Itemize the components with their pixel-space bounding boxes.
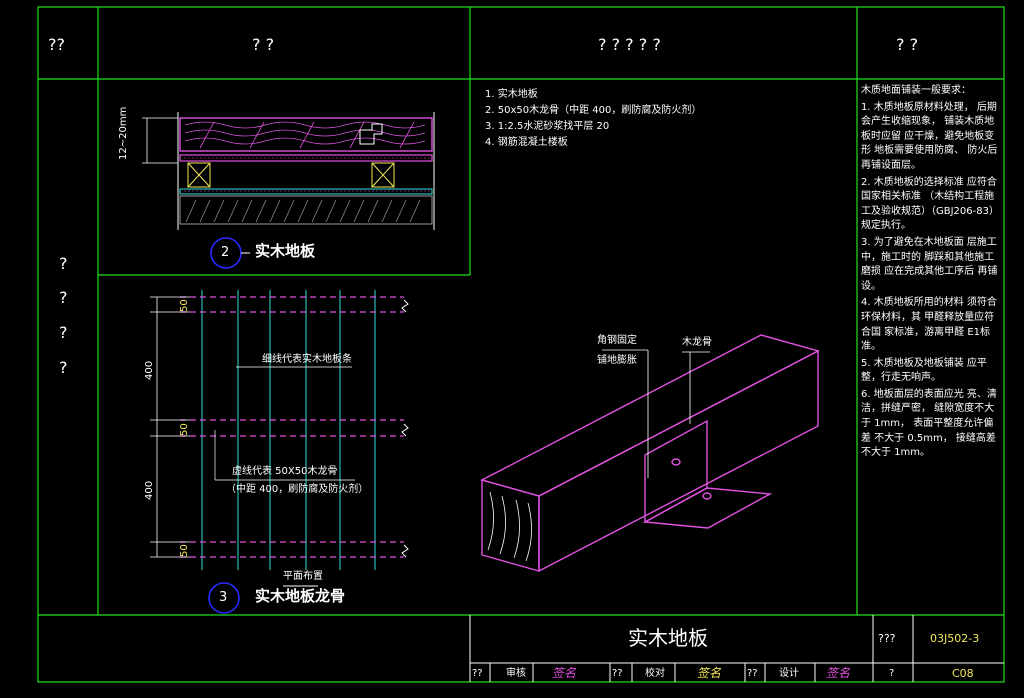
callout-dashed-line-2: （中距 400，刷防腐及防火剂） <box>226 484 369 495</box>
tb-cell-8: 设计 <box>779 668 799 679</box>
slab-hatch <box>185 199 421 223</box>
wood-grain <box>184 121 426 149</box>
left-mark-3: ? <box>59 323 68 342</box>
requirement-6: 6. 地板面层的表面应光 亮、清洁，拼缝严密， 缝隙宽度不大于 1mm， 表面平… <box>861 388 997 459</box>
dim-50-c: 50 <box>179 544 190 557</box>
dim-chain <box>150 296 190 558</box>
dim-50-a: 50 <box>179 299 190 312</box>
tb-cell-10: ? <box>889 668 895 679</box>
dim-line-12-20 <box>142 117 178 164</box>
header-col-3: ? ? ? ? ? <box>598 35 661 54</box>
floor-board <box>179 117 433 152</box>
callout-thin-line: 细线代表实木地板条 <box>262 354 352 365</box>
iso-label-angle: 角钢固定 <box>597 335 637 346</box>
plan-detail-3 <box>150 290 409 614</box>
tb-cell-2: 审核 <box>506 668 526 679</box>
requirement-4: 4. 木质地板所用的材料 须符合环保材料，其 甲醛释放量应符合国 家标准，游离甲… <box>861 297 997 353</box>
left-mark-2: ? <box>59 288 68 307</box>
left-mark-4: ? <box>59 358 68 377</box>
requirement-1: 1. 木质地板原材料处理， 后期会产生收缩现象， 铺装木质地板时应留 应干燥，避… <box>861 101 998 171</box>
iso-joist <box>480 334 820 573</box>
iso-label-angle-2: 铺地膨胀 <box>597 355 637 366</box>
board-lines <box>201 290 376 570</box>
header-col-2: ? ? <box>252 35 275 54</box>
header-col-4: ? ? <box>896 35 919 54</box>
tb-cell-5: 校对 <box>645 668 665 679</box>
title-block-lines <box>469 615 1004 682</box>
general-requirements: 木质地面铺装一般要求： 1. 木质地板原材料处理， 后期会产生收缩现象， 铺装木… <box>861 84 999 461</box>
drawing-title: 实木地板 <box>628 626 708 650</box>
tb-signature-2: 签名 <box>697 666 722 680</box>
requirement-2: 2. 木质地板的选择标准 应符合国家相关标准 （木结构工程施工及验收规范）（GB… <box>861 176 999 232</box>
dim-50-b: 50 <box>179 423 190 436</box>
drawing-frame <box>37 6 1005 683</box>
atlas-label: ??? <box>878 632 896 645</box>
joist-dashed <box>180 296 404 558</box>
section-note-3: 3. 1:2.5水泥砂浆找平层 20 <box>485 121 610 132</box>
joists <box>187 162 395 188</box>
dimension-12-20: 12~20mm <box>118 106 129 160</box>
detail-3-number: 3 <box>219 590 228 605</box>
detail-circle-3 <box>208 582 240 614</box>
tb-cell-1: ?? <box>472 668 483 679</box>
requirement-3: 3. 为了避免在木地板面 层施工中，施工时的 脚踩和其他施工磨损 应在完成其他工… <box>861 236 998 292</box>
section-note-2: 2. 50x50木龙骨（中距 400，刷防腐及防火剂） <box>485 105 702 116</box>
header-col-1: ?? <box>48 35 65 54</box>
tb-signature-1: 签名 <box>552 666 577 680</box>
callout-dashed-line-1: 虚线代表 50X50木龙骨 <box>232 466 338 477</box>
plan-label: 平面布置 <box>283 571 323 582</box>
requirement-5: 5. 木质地板及地板铺装 应平整，行走无响声。 <box>861 357 987 384</box>
left-mark-1: ? <box>59 254 68 273</box>
tb-signature-3: 签名 <box>826 666 851 680</box>
dim-400-b: 400 <box>144 480 155 500</box>
requirements-title: 木质地面铺装一般要求： <box>861 85 971 96</box>
section-detail-2 <box>142 112 435 269</box>
section-note-4: 4. 钢筋混凝土楼板 <box>485 137 568 148</box>
tb-cell-7: ?? <box>747 668 758 679</box>
section-note-1: 1. 实木地板 <box>485 89 538 100</box>
page-number: C08 <box>952 667 974 680</box>
tb-cell-4: ?? <box>612 668 623 679</box>
detail-3-title: 实木地板龙骨 <box>255 587 346 605</box>
detail-2-number: 2 <box>221 245 230 260</box>
dim-400-a: 400 <box>144 360 155 380</box>
atlas-number: 03J502-3 <box>930 632 980 645</box>
detail-2-title: 实木地板 <box>255 242 316 260</box>
iso-label-joist: 木龙骨 <box>682 337 712 348</box>
